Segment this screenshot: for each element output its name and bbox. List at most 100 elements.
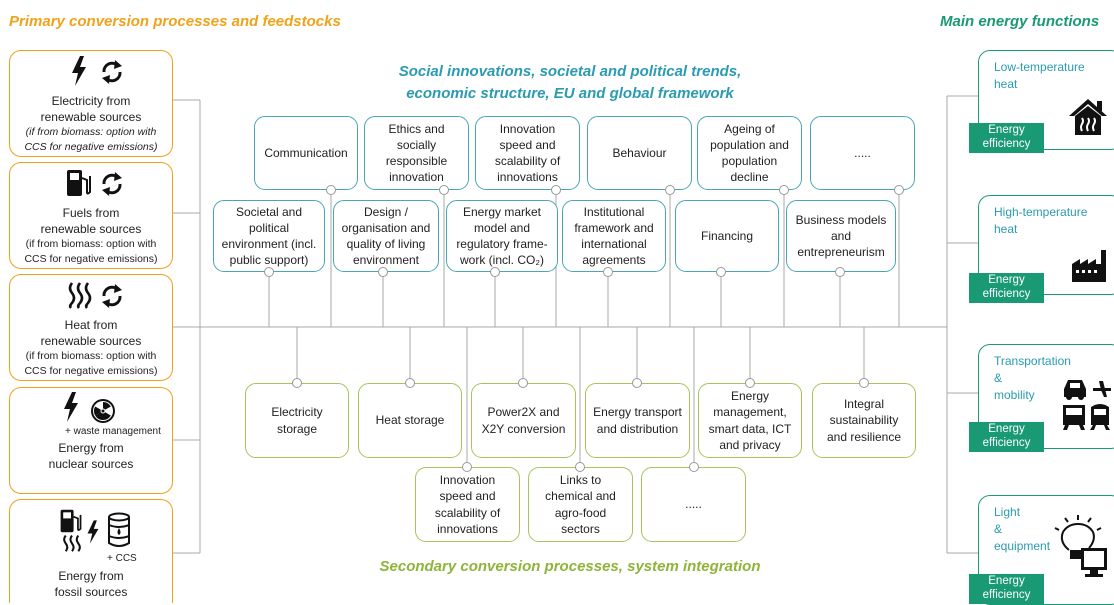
house-icon — [1069, 99, 1107, 135]
box-line: Energy market — [462, 204, 542, 219]
box-line: political — [248, 220, 290, 235]
primary-label-2: fossil sources — [54, 585, 128, 600]
fuel-pump-icon — [67, 170, 91, 196]
primary-label-1: Fuels from — [62, 206, 120, 220]
box-line: innovations — [497, 170, 558, 185]
eff-line-1: Energy — [988, 124, 1025, 137]
box-line: environment — [352, 253, 420, 268]
box-line: international — [581, 237, 647, 251]
secondary-processes-header: Secondary conversion processes, system i… — [379, 558, 761, 575]
box-line: decline — [730, 170, 769, 185]
icon-row: + waste management — [10, 388, 172, 440]
function-label-2: heat — [994, 221, 1018, 236]
box-line: Innovation — [499, 121, 556, 136]
box-line: regulatory frame- — [456, 237, 548, 251]
eff-line-1: Energy — [988, 423, 1025, 436]
box-line: entrepreneurism — [797, 245, 885, 260]
box-line: sectors — [561, 521, 600, 536]
box-line: quality of living — [346, 237, 426, 251]
eff-line-1: Energy — [988, 575, 1025, 588]
box-line: ..... — [685, 497, 702, 512]
waste-management-note: + waste management — [65, 426, 161, 437]
box-line: Behaviour — [612, 145, 667, 160]
box-line: agreements — [582, 253, 646, 268]
primary-note-1: (if from biomass: option with — [25, 350, 157, 363]
primary-box-electricity: Electricity from renewable sources (if f… — [9, 50, 173, 157]
box-line: Financing — [700, 228, 754, 243]
recycle-icon — [102, 60, 122, 84]
icon-row — [10, 51, 172, 93]
box-line: Ethics and — [388, 121, 445, 136]
box-line: Heat storage — [375, 413, 445, 428]
social-header-line-2: economic structure, EU and global framew… — [406, 85, 734, 102]
primary-label-2: renewable sources — [40, 222, 142, 237]
box-line: and privacy — [719, 437, 781, 452]
secondary-box-heat-storage: Heat storage — [358, 383, 462, 458]
primary-label-2: renewable sources — [40, 110, 142, 125]
icon-row — [10, 275, 172, 317]
box-line: organisation and — [341, 220, 431, 235]
radiation-icon — [91, 399, 115, 423]
box-line: management, — [713, 405, 787, 420]
box-text: Design /organisation and quality of livin… — [342, 204, 431, 269]
heat-waves-icon — [68, 282, 92, 309]
primary-label-1: Energy from — [58, 569, 124, 583]
box-line: ..... — [854, 145, 871, 160]
box-line: Business models — [795, 212, 887, 227]
recycle-icon — [102, 172, 122, 196]
factory-icon — [1072, 250, 1106, 282]
box-line: Electricity — [271, 405, 323, 420]
primary-label-2: renewable sources — [40, 334, 142, 349]
lightning-icon — [87, 520, 99, 544]
box-line: Integral — [843, 397, 884, 412]
function-label-1: Light — [994, 505, 1021, 519]
social-box-financing: Financing — [675, 200, 779, 272]
function-label: Light&equipment — [994, 504, 1050, 554]
eff-line-2: efficiency — [982, 288, 1031, 300]
box-text: Communication — [264, 145, 347, 161]
primary-box-fossil: + CCS Energy from fossil sources — [9, 499, 173, 603]
function-label-1: Low-temperature — [994, 60, 1085, 74]
box-line: innovation — [389, 170, 444, 185]
box-line: Societal and — [235, 204, 303, 219]
box-line: storage — [276, 421, 318, 436]
box-line: speed and — [439, 489, 496, 504]
primary-note-2: CCS for negative emissions) — [24, 364, 158, 377]
social-innovations-header: Social innovations, societal and politic… — [340, 61, 800, 105]
box-line: environment (incl. — [221, 237, 317, 251]
icon-row — [10, 163, 172, 205]
fuel-pump-icon — [60, 509, 82, 533]
transport-icon — [1063, 380, 1111, 430]
eff-line-2: efficiency — [982, 437, 1031, 449]
function-label-1: High-temperature — [994, 205, 1088, 219]
function-label-3: mobility — [994, 387, 1035, 402]
box-line: model and — [473, 220, 531, 235]
primary-note-1: (if from biomass: option with — [25, 126, 157, 139]
box-line: public support) — [229, 253, 309, 268]
box-line: Communication — [264, 145, 348, 160]
box-text: Heat storage — [376, 412, 445, 428]
box-line: chemical and — [545, 489, 616, 504]
function-label-3: equipment — [994, 538, 1051, 553]
primary-note-2: CCS for negative emissions) — [24, 252, 158, 265]
function-label: High-temperature heat — [994, 204, 1087, 238]
box-line: scalability of — [494, 154, 561, 168]
box-line: Energy — [730, 389, 770, 404]
box-line: scalability of — [434, 505, 501, 520]
box-line: Design / — [363, 204, 408, 219]
function-label-2: heat — [994, 76, 1018, 91]
